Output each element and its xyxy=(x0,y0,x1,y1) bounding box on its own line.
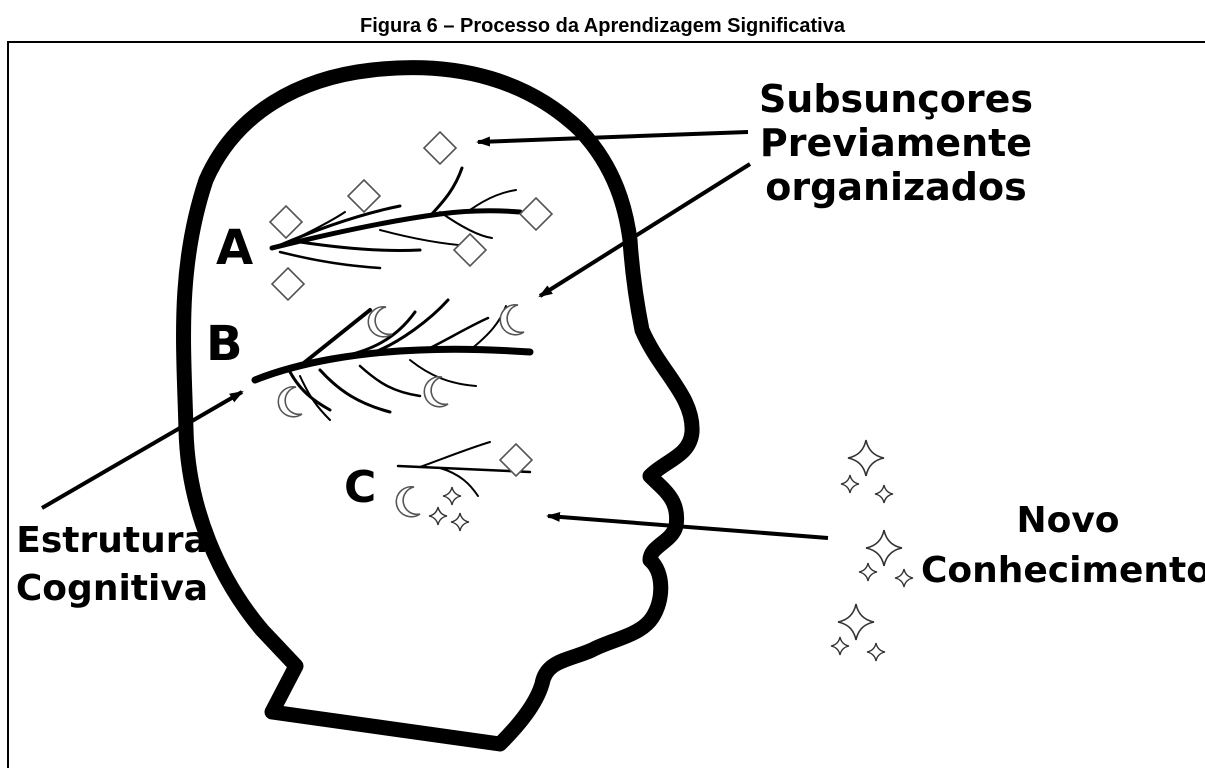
branch-label-b: B xyxy=(206,316,243,372)
diamond-icon xyxy=(270,206,302,238)
branch-label-c: C xyxy=(344,462,376,513)
crescent-moon-icon xyxy=(424,377,448,407)
label-cognitiva: Cognitiva xyxy=(16,568,208,609)
crescent-moon-icon xyxy=(500,305,524,335)
diamond-icon xyxy=(272,268,304,300)
arrow-to-cognitive-structure xyxy=(42,392,242,508)
sparkle-star-icon xyxy=(831,604,885,661)
label-previamente: Previamente xyxy=(760,121,1032,165)
crescent-moon-icon xyxy=(278,387,302,417)
branch-label-a: A xyxy=(216,220,253,276)
diamond-icon xyxy=(454,234,486,266)
label-estrutura: Estrutura xyxy=(16,520,208,561)
diamond-icon xyxy=(348,180,380,212)
diamond-icon xyxy=(520,198,552,230)
diamond-icon xyxy=(424,132,456,164)
crescent-moon-icon xyxy=(368,307,392,337)
label-subsuncores: Subsunçores xyxy=(759,77,1033,121)
branch-b xyxy=(255,300,530,420)
sparkle-star-icon xyxy=(429,487,469,531)
arrow-to-subsumers-moon xyxy=(540,164,750,296)
label-conhecimento: Conhecimento xyxy=(921,550,1205,591)
arrow-to-subsumers-diamond xyxy=(478,132,748,142)
sparkle-star-icon xyxy=(859,530,913,587)
label-organizados: organizados xyxy=(765,165,1026,209)
crescent-moon-icon xyxy=(396,487,420,517)
sparkle-star-icon xyxy=(841,440,893,503)
arrow-to-new-knowledge xyxy=(548,516,828,538)
label-novo: Novo xyxy=(1016,500,1119,541)
